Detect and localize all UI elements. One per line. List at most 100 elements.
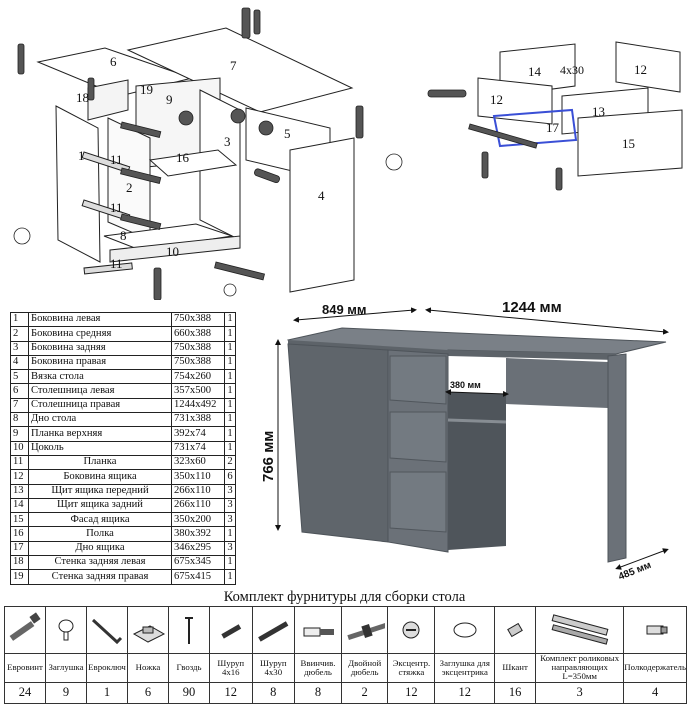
hardware-name: Евроключ — [86, 653, 128, 683]
parts-cell-dims: 357x500 — [171, 383, 225, 399]
callout-9: 9 — [166, 92, 173, 107]
hardware-name: Шуруп 4x30 — [251, 653, 296, 683]
callout-12: 12 — [634, 62, 647, 77]
dim-depth: 485 мм — [617, 560, 653, 583]
parts-cell-num: 7 — [10, 397, 29, 414]
hardware-qty: 90 — [168, 681, 210, 704]
hardware-name: Эксцентр. стяжка — [387, 653, 436, 683]
parts-cell-num: 4 — [10, 354, 29, 371]
parts-cell-qty: 1 — [224, 311, 236, 328]
parts-cell-qty: 1 — [224, 412, 236, 428]
hardware-name: Заглушка — [45, 653, 87, 683]
hardware-icon-cell — [340, 606, 389, 654]
hardware-qty: 3 — [535, 681, 625, 704]
dowel-screw-icon — [303, 627, 334, 637]
hardware-name: Двойной дюбель — [340, 653, 389, 683]
parts-cell-qty: 1 — [224, 354, 236, 371]
hardware-icon-cell — [535, 606, 625, 654]
hardware-name: Комплект роликовых направляющих L=350мм — [535, 653, 625, 683]
parts-cell-num: 10 — [10, 440, 29, 456]
parts-cell-name: Планка — [28, 454, 172, 471]
dim-height: 766 мм — [262, 431, 277, 482]
parts-cell-qty: 1 — [224, 397, 236, 414]
parts-cell-name: Столешница левая — [28, 383, 172, 399]
foot-icon — [132, 625, 166, 643]
cam-cap-icon — [453, 622, 477, 638]
parts-cell-qty: 3 — [224, 540, 236, 557]
parts-cell-dims: 731x388 — [171, 412, 225, 428]
parts-cell-qty: 1 — [224, 555, 236, 571]
hardware-icon-cell — [86, 606, 128, 654]
shelf-support-icon — [646, 625, 668, 635]
parts-cell-name: Щит ящика задний — [28, 497, 172, 514]
hardware-icon-cell — [434, 606, 496, 654]
parts-cell-name: Боковина задняя — [28, 340, 172, 356]
panel-10-plinth — [109, 235, 241, 263]
hardware-name: Ввинчив. дюбель — [294, 653, 342, 683]
callout-11: 11 — [110, 200, 123, 215]
hardware-name: Полкодержатель — [623, 653, 687, 683]
drawer-slide-icon — [551, 614, 609, 645]
parts-cell-dims: 346x295 — [171, 540, 225, 557]
callout-10: 10 — [166, 244, 179, 259]
callout-16: 16 — [176, 150, 190, 165]
hardware-name: Гвоздь — [168, 653, 210, 683]
parts-cell-num: 6 — [10, 383, 29, 399]
parts-cell-dims: 266x110 — [171, 483, 225, 499]
hardware-qty: 2 — [340, 681, 389, 704]
parts-cell-num: 1 — [10, 311, 29, 328]
parts-cell-qty: 3 — [224, 483, 236, 499]
panel-11-strip — [83, 262, 133, 275]
dim-shelf-depth: 380 мм — [450, 380, 481, 390]
parts-cell-name: Боковина левая — [28, 311, 172, 328]
callout-17: 17 — [546, 120, 560, 135]
parts-cell-dims: 750x388 — [171, 354, 225, 371]
desk-back-panel — [506, 358, 608, 408]
screw-long-icon — [258, 621, 289, 642]
parts-cell-name: Цоколь — [28, 440, 172, 456]
callout-6: 6 — [110, 54, 117, 69]
hardware-qty: 12 — [209, 681, 253, 704]
callout-11: 11 — [110, 256, 123, 271]
parts-cell-num: 17 — [10, 540, 29, 557]
parts-cell-num: 8 — [10, 412, 29, 428]
callout-11: 11 — [110, 152, 123, 167]
callout-4: 4 — [318, 188, 325, 203]
parts-cell-num: 19 — [10, 569, 29, 585]
callout-2: 2 — [126, 180, 133, 195]
exploded-assembly-drawing: 1 2 3 4 5 6 7 8 9 10 11 11 11 12 12 13 1… — [13, 7, 683, 300]
parts-cell-qty: 6 — [224, 469, 236, 485]
dim-width-right: 1244 мм — [502, 299, 562, 316]
parts-cell-name: Планка верхняя — [28, 426, 172, 442]
parts-cell-qty: 1 — [224, 340, 236, 356]
parts-cell-qty: 1 — [224, 369, 236, 385]
parts-cell-dims: 731x74 — [171, 440, 225, 456]
hardware-qty: 8 — [294, 681, 342, 704]
hardware-icon-cell — [45, 606, 87, 654]
callout-8: 8 — [120, 228, 127, 243]
parts-cell-qty: 1 — [224, 440, 236, 456]
callout-13: 13 — [592, 104, 605, 119]
parts-cell-name: Вязка стола — [28, 369, 172, 385]
hardware-icon-cell — [168, 606, 210, 654]
panel-8-bottom — [103, 223, 233, 251]
parts-cell-name: Боковина средняя — [28, 326, 172, 342]
parts-cell-num: 3 — [10, 340, 29, 356]
panel-12-drawer-side — [615, 41, 681, 93]
callout-19: 19 — [140, 82, 153, 97]
callout-15: 15 — [622, 136, 635, 151]
parts-cell-num: 11 — [10, 454, 29, 471]
parts-cell-dims: 323x60 — [171, 454, 225, 471]
